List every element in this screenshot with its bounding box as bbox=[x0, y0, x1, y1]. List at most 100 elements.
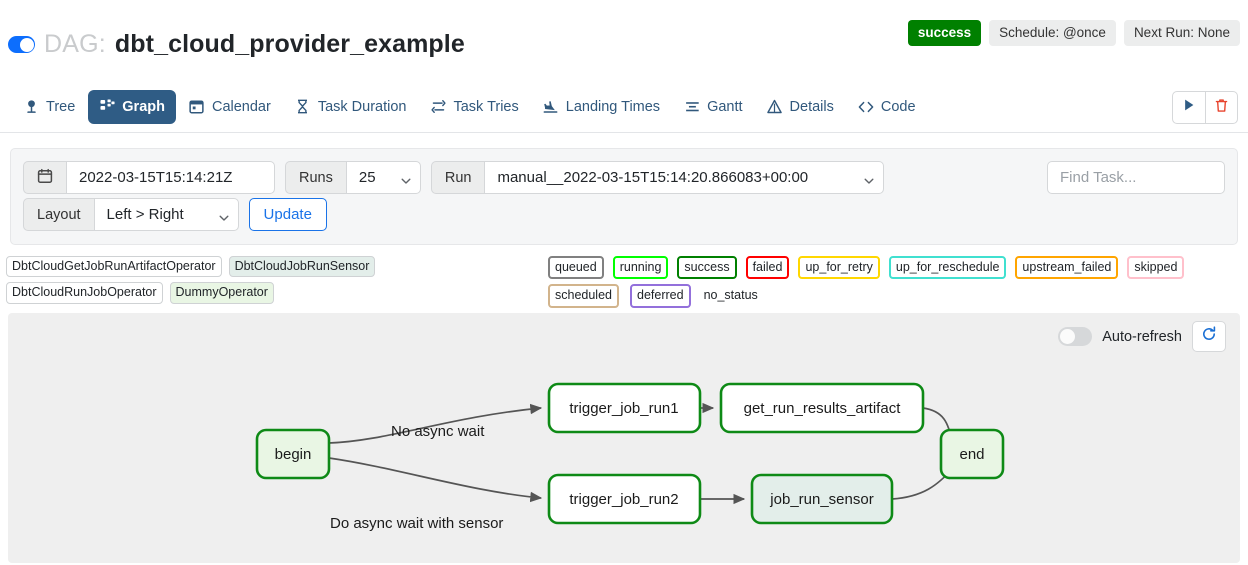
refresh-icon bbox=[1201, 326, 1217, 347]
node-label: trigger_job_run1 bbox=[569, 400, 678, 417]
landing-icon bbox=[543, 99, 559, 115]
tab-label: Tree bbox=[46, 98, 76, 115]
dag-pause-toggle[interactable] bbox=[8, 36, 35, 53]
runs-group: Runs 25 bbox=[285, 161, 421, 194]
state-legend: queued running success failed up_for_ret… bbox=[548, 256, 1244, 308]
code-icon bbox=[858, 99, 874, 115]
view-tabbar: Tree Graph Calendar Task Duration bbox=[0, 80, 1248, 133]
calendar-icon bbox=[189, 99, 205, 115]
node-label: job_run_sensor bbox=[769, 491, 873, 508]
tab-gantt[interactable]: Gantt bbox=[673, 90, 753, 124]
operator-legend: DbtCloudGetJobRunArtifactOperator DbtClo… bbox=[6, 256, 536, 304]
dag-graph-svg[interactable]: No async wait Do async wait with sensor … bbox=[8, 313, 1240, 563]
legend-state-chip: up_for_reschedule bbox=[888, 256, 1007, 280]
page-header: DAG: dbt_cloud_provider_example success … bbox=[0, 0, 1248, 68]
retry-icon bbox=[430, 99, 446, 115]
tab-label: Details bbox=[789, 98, 834, 115]
legend-state-chip: skipped bbox=[1127, 256, 1185, 280]
tab-graph[interactable]: Graph bbox=[88, 89, 176, 124]
dag-prefix-label: DAG: bbox=[44, 30, 106, 58]
graph-edges bbox=[328, 402, 955, 505]
tab-landing-times[interactable]: Landing Times bbox=[532, 90, 671, 124]
legend-bar: DbtCloudGetJobRunArtifactOperator DbtClo… bbox=[0, 256, 1248, 308]
calendar-icon bbox=[37, 168, 53, 188]
legend-operator-chip: DummyOperator bbox=[169, 282, 274, 304]
run-group: Run manual__2022-03-15T15:14:20.866083+0… bbox=[430, 161, 885, 194]
status-badge: success bbox=[907, 20, 982, 46]
edge-begin-to-trigger2 bbox=[328, 457, 543, 503]
edge-label: Do async wait with sensor bbox=[330, 515, 503, 532]
tab-code[interactable]: Code bbox=[847, 90, 927, 124]
edge-label: No async wait bbox=[391, 423, 485, 440]
legend-state-chip: running bbox=[612, 256, 669, 280]
run-label: Run bbox=[430, 161, 485, 194]
dag-action-buttons bbox=[1172, 91, 1238, 124]
graph-node-job-run-sensor[interactable]: job_run_sensor bbox=[750, 473, 894, 525]
trash-icon bbox=[1214, 98, 1229, 118]
node-label: end bbox=[959, 446, 984, 463]
layout-group: Layout Left > Right bbox=[23, 198, 239, 231]
legend-state-chip: failed bbox=[745, 256, 790, 280]
graph-node-begin[interactable]: begin bbox=[255, 428, 331, 480]
tab-task-tries[interactable]: Task Tries bbox=[419, 90, 529, 124]
refresh-button[interactable] bbox=[1192, 321, 1226, 352]
tab-label: Calendar bbox=[211, 98, 271, 115]
layout-label: Layout bbox=[23, 198, 94, 231]
legend-state-chip: no_status bbox=[699, 284, 765, 308]
tab-label: Graph bbox=[122, 98, 165, 115]
legend-operator-chip: DbtCloudGetJobRunArtifactOperator bbox=[6, 256, 222, 278]
node-label: begin bbox=[275, 446, 312, 463]
tab-label: Task Duration bbox=[317, 98, 407, 115]
runs-select-value: 25 bbox=[358, 169, 376, 186]
legend-state-chip: scheduled bbox=[548, 284, 619, 308]
tab-label: Gantt bbox=[707, 98, 743, 115]
legend-state-chip: upstream_failed bbox=[1015, 256, 1119, 280]
runs-select[interactable]: 25 bbox=[345, 161, 421, 194]
tab-calendar[interactable]: Calendar bbox=[178, 90, 282, 124]
chevron-down-icon bbox=[219, 210, 229, 221]
graph-node-get-run-results-artifact[interactable]: get_run_results_artifact bbox=[719, 382, 925, 434]
tab-details[interactable]: Details bbox=[756, 90, 845, 124]
gantt-icon bbox=[684, 99, 700, 115]
graph-edge-labels: No async wait Do async wait with sensor bbox=[330, 423, 503, 532]
auto-refresh-controls: Auto-refresh bbox=[1058, 321, 1226, 352]
run-select-value: manual__2022-03-15T15:14:20.866083+00:00 bbox=[497, 169, 809, 186]
edge-begin-to-trigger1 bbox=[328, 403, 543, 444]
hourglass-icon bbox=[295, 99, 311, 115]
chevron-down-icon bbox=[401, 173, 411, 184]
dag-title: DAG: dbt_cloud_provider_example bbox=[8, 30, 465, 59]
page-title: dbt_cloud_provider_example bbox=[114, 30, 465, 58]
auto-refresh-toggle[interactable] bbox=[1058, 327, 1093, 346]
tab-task-duration[interactable]: Task Duration bbox=[284, 90, 418, 124]
tab-label: Landing Times bbox=[565, 98, 661, 115]
details-icon bbox=[767, 99, 783, 115]
play-icon bbox=[1182, 98, 1196, 117]
legend-state-chip: queued bbox=[548, 256, 604, 280]
layout-select[interactable]: Left > Right bbox=[93, 198, 239, 231]
graph-node-trigger-job-run1[interactable]: trigger_job_run1 bbox=[547, 382, 702, 434]
update-button[interactable]: Update bbox=[248, 198, 327, 231]
auto-refresh-label: Auto-refresh bbox=[1102, 328, 1182, 345]
tab-tree[interactable]: Tree bbox=[12, 90, 86, 124]
tab-label: Code bbox=[880, 98, 916, 115]
delete-dag-button[interactable] bbox=[1205, 92, 1237, 123]
schedule-badge[interactable]: Schedule: @once bbox=[989, 20, 1116, 46]
calendar-picker-button[interactable] bbox=[23, 161, 66, 194]
next-run-badge[interactable]: Next Run: None bbox=[1123, 20, 1240, 46]
legend-operator-chip: DbtCloudJobRunSensor bbox=[228, 256, 376, 278]
base-date-input[interactable]: 2022-03-15T15:14:21Z bbox=[66, 161, 275, 194]
legend-state-chip: up_for_retry bbox=[798, 256, 880, 280]
run-select[interactable]: manual__2022-03-15T15:14:20.866083+00:00 bbox=[484, 161, 885, 194]
graph-node-trigger-job-run2[interactable]: trigger_job_run2 bbox=[547, 473, 702, 525]
layout-select-value: Left > Right bbox=[106, 206, 184, 223]
trigger-dag-button[interactable] bbox=[1173, 92, 1205, 123]
graph-node-end[interactable]: end bbox=[939, 428, 1005, 480]
tab-label: Task Tries bbox=[453, 98, 519, 115]
base-date-group: 2022-03-15T15:14:21Z bbox=[23, 161, 275, 194]
find-task-input[interactable]: Find Task... bbox=[1047, 161, 1225, 194]
chevron-down-icon bbox=[864, 173, 874, 184]
graph-canvas[interactable]: Auto-refresh bbox=[8, 313, 1240, 563]
node-label: get_run_results_artifact bbox=[744, 400, 902, 417]
filter-panel: 2022-03-15T15:14:21Z Runs 25 Run manual_… bbox=[10, 148, 1238, 245]
